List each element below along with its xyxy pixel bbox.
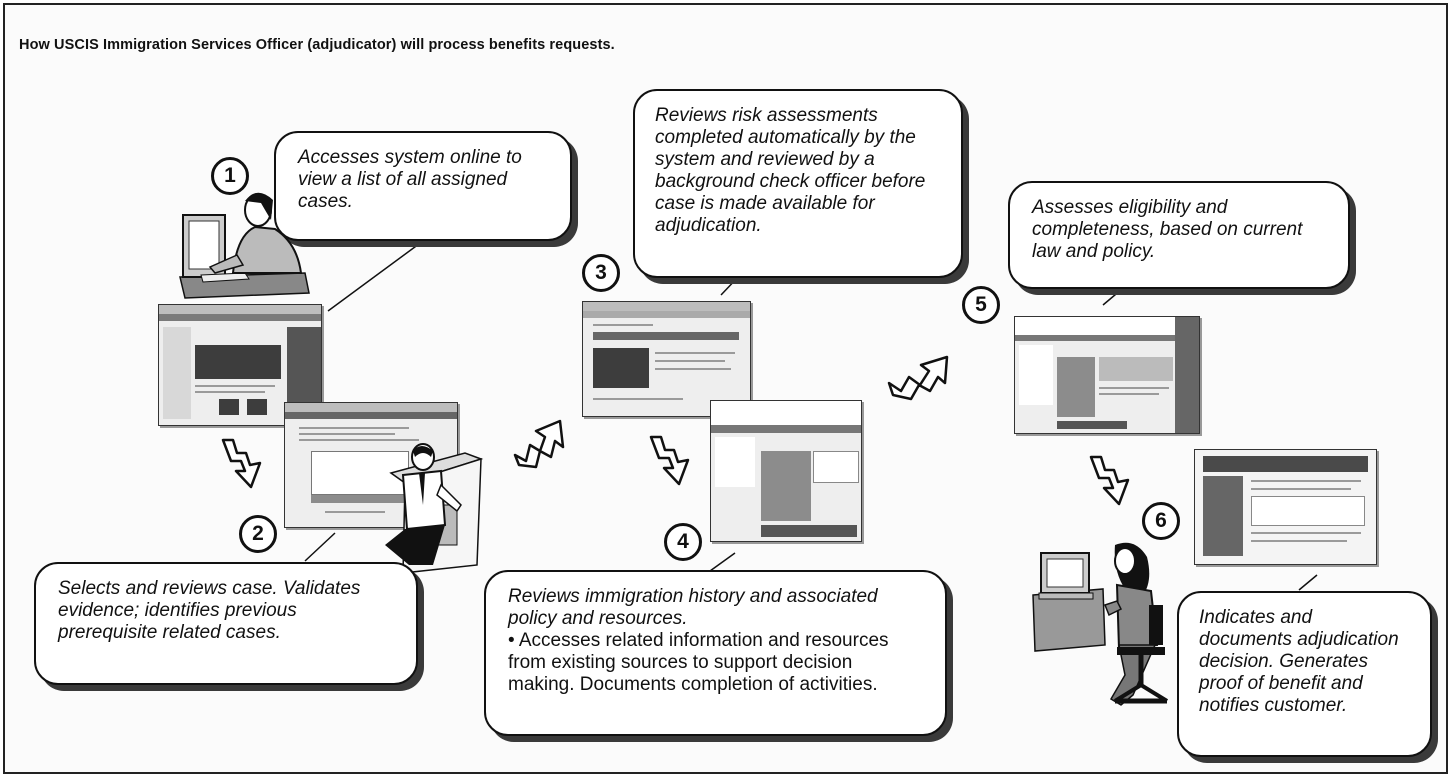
step-6-bubble: Indicates and documents adjudication dec… xyxy=(1177,591,1432,757)
step-2-bubble: Selects and reviews case. Validates evid… xyxy=(34,562,418,685)
step-2-text: Selects and reviews case. Validates evid… xyxy=(58,578,361,643)
flow-arrow-icon xyxy=(1089,455,1130,506)
screenshot-step-5 xyxy=(1014,316,1200,434)
worker-at-computer-icon xyxy=(179,192,310,299)
seated-officer-icon xyxy=(1032,542,1169,706)
step-4-text: Reviews immigration history and associat… xyxy=(508,586,878,629)
diagram-title: How USCIS Immigration Services Officer (… xyxy=(19,37,615,53)
step-4-bullet: • Accesses related information and resou… xyxy=(508,630,889,695)
step-5-number: 5 xyxy=(962,286,1000,324)
flow-arrow-icon xyxy=(221,438,262,489)
screenshot-step-3 xyxy=(582,301,751,417)
step-3-text: Reviews risk assessments completed autom… xyxy=(655,105,926,236)
flow-arrow-icon xyxy=(887,355,949,401)
step-2-number: 2 xyxy=(239,515,277,553)
step-4-bubble: Reviews immigration history and associat… xyxy=(484,570,947,736)
step-1-text: Accesses system online to view a list of… xyxy=(298,147,522,212)
step-6-number: 6 xyxy=(1142,502,1180,540)
step-6-text: Indicates and documents adjudication dec… xyxy=(1199,607,1399,716)
screenshot-step-6 xyxy=(1194,449,1377,565)
step-3-bubble: Reviews risk assessments completed autom… xyxy=(633,89,963,278)
clerk-filing-icon xyxy=(385,443,484,574)
flow-arrow-icon xyxy=(513,419,565,469)
diagram-frame: How USCIS Immigration Services Officer (… xyxy=(3,3,1448,774)
step-1-bubble: Accesses system online to view a list of… xyxy=(274,131,572,241)
step-3-number: 3 xyxy=(582,254,620,292)
step-5-text: Assesses eligibility and completeness, b… xyxy=(1032,197,1303,262)
step-4-number: 4 xyxy=(664,523,702,561)
step-1-number: 1 xyxy=(211,157,249,195)
step-5-bubble: Assesses eligibility and completeness, b… xyxy=(1008,181,1350,289)
screenshot-step-4 xyxy=(710,400,862,542)
flow-arrow-icon xyxy=(649,435,690,486)
connector-lines xyxy=(304,240,1318,591)
